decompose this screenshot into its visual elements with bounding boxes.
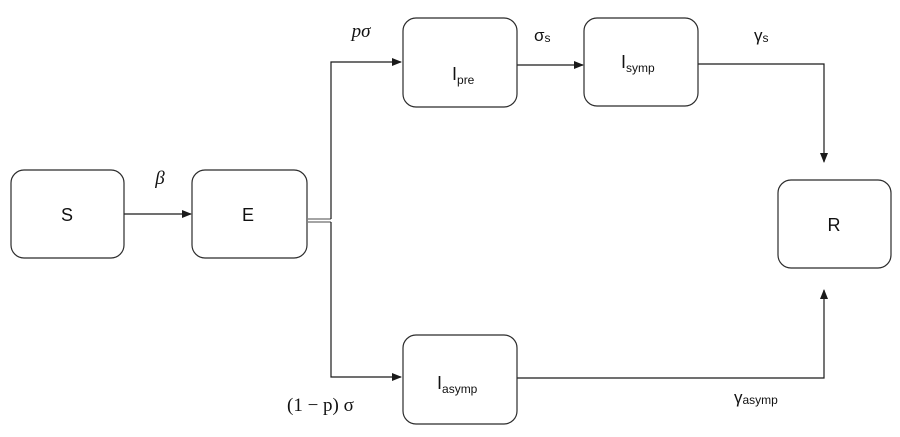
node-r-label: R	[828, 215, 841, 235]
edge-i-symp-to-r	[698, 63, 828, 163]
node-s: S	[10, 169, 125, 259]
node-i-asymp-label: Iasymp	[437, 373, 478, 396]
rate-gamma-asymp-main: γ	[734, 388, 743, 407]
node-e: E	[191, 169, 308, 259]
node-i-asymp-sub: asymp	[442, 382, 478, 396]
node-i-symp-sub: symp	[626, 61, 655, 75]
node-i-asymp-main: I	[437, 373, 442, 393]
edge-i-asymp-to-r	[517, 289, 828, 379]
rate-gamma-s-main: γ	[754, 26, 763, 45]
rate-one-minus-p-sigma: (1 − p) σ	[287, 395, 354, 416]
rate-gamma-s-sub: s	[763, 31, 769, 45]
node-i-pre: Ipre	[402, 17, 518, 108]
rate-gamma-s: γs	[754, 26, 769, 45]
rate-sigma-s: σs	[534, 26, 551, 45]
edge-e-to-i-asymp	[330, 222, 402, 381]
node-i-symp-main: I	[621, 52, 626, 72]
node-r: R	[777, 179, 892, 269]
node-i-pre-main: I	[452, 64, 457, 84]
node-s-label: S	[61, 205, 73, 225]
node-i-asymp: Iasymp	[402, 334, 518, 425]
rate-beta: β	[154, 168, 165, 189]
rate-gamma-asymp-sub: asymp	[743, 393, 779, 407]
node-i-pre-sub: pre	[457, 73, 475, 87]
node-i-symp-label: Isymp	[621, 52, 655, 75]
rate-p-sigma: pσ	[350, 21, 372, 42]
rate-gamma-asymp: γasymp	[734, 388, 778, 407]
rate-sigma-s-sub: s	[545, 31, 551, 45]
node-i-symp: Isymp	[583, 17, 699, 107]
edge-e-to-i-pre	[330, 58, 402, 219]
node-i-pre-label: Ipre	[452, 64, 475, 87]
rate-sigma-s-main: σ	[534, 26, 545, 45]
node-e-label: E	[242, 205, 254, 225]
